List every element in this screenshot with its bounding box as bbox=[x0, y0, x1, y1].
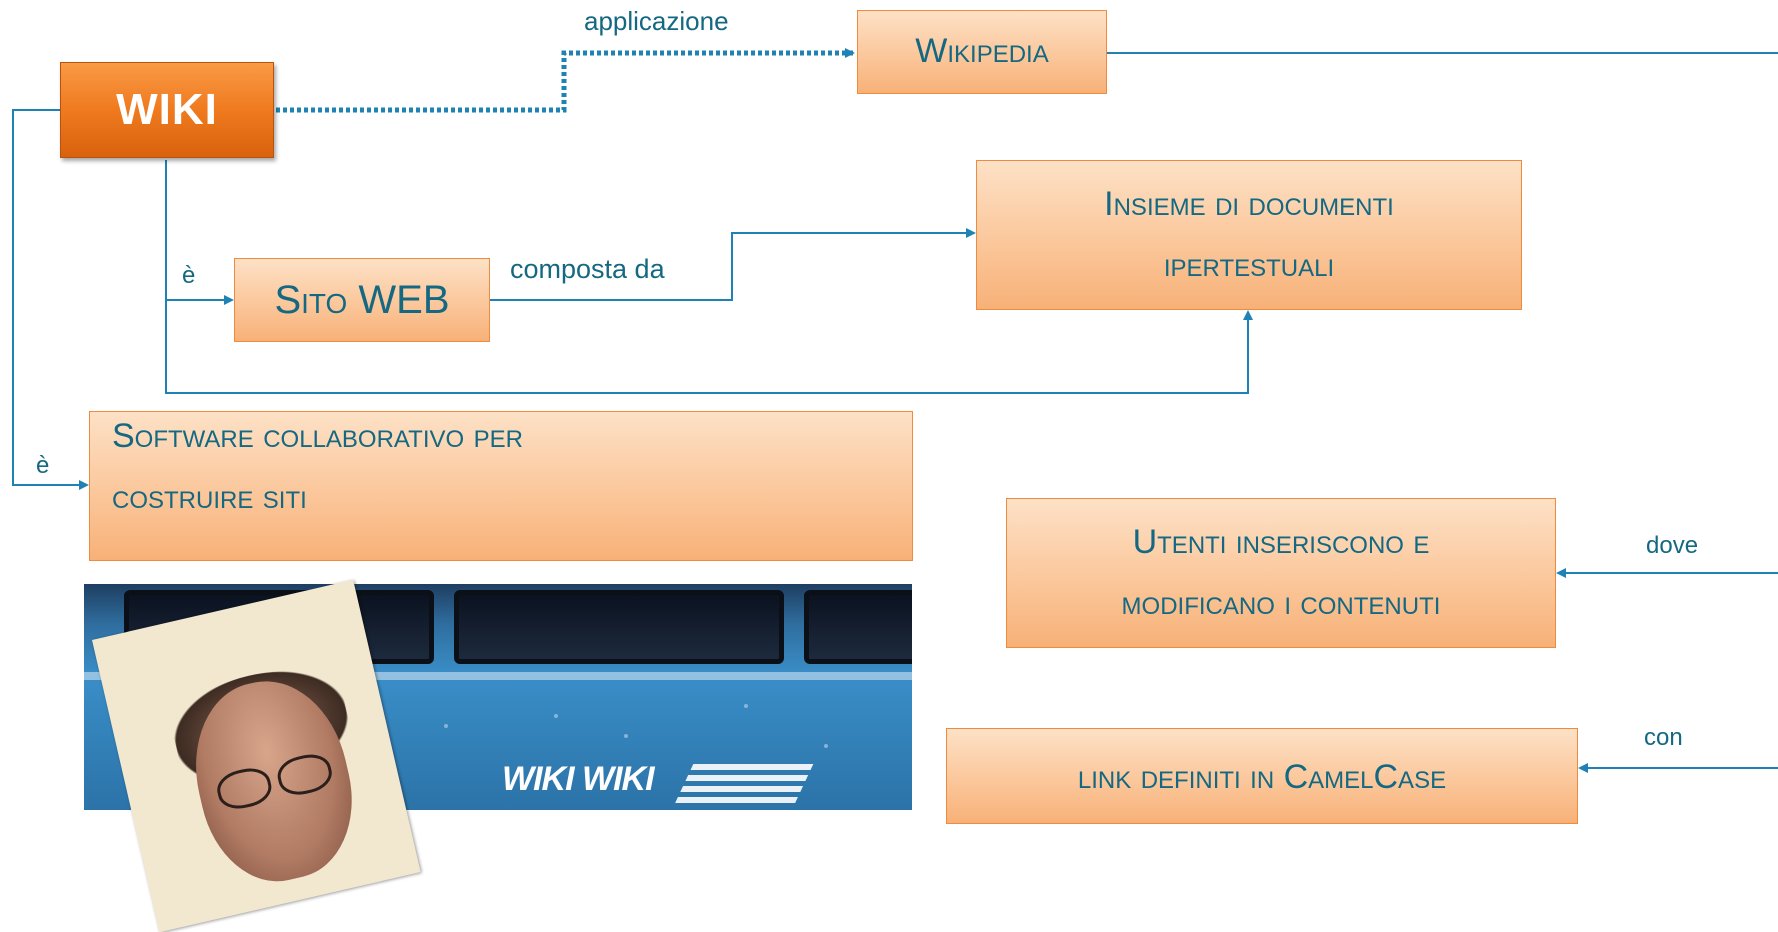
label-dove: dove bbox=[1646, 532, 1699, 559]
node-utenti: Utenti inseriscono e modificano i conten… bbox=[1006, 498, 1556, 648]
node-link-label: link definiti in CamelCase bbox=[1077, 758, 1447, 796]
label-e-software: è bbox=[36, 452, 50, 479]
label-e-sito: è bbox=[182, 262, 196, 289]
bus-text: WIKI WIKI bbox=[502, 760, 655, 798]
node-wiki-label: WIKI bbox=[116, 85, 218, 135]
node-software-line2: costruire siti bbox=[112, 478, 307, 517]
node-utenti-line2: modificano i contenuti bbox=[1121, 584, 1441, 622]
node-link-camelcase: link definiti in CamelCase bbox=[946, 728, 1578, 824]
edge-wiki-sito bbox=[165, 160, 234, 305]
label-applicazione: applicazione bbox=[584, 6, 729, 36]
connector-lines bbox=[12, 48, 1778, 773]
node-insieme-documenti: Insieme di documenti ipertestuali bbox=[976, 160, 1522, 310]
node-utenti-line1: Utenti inseriscono e bbox=[1132, 522, 1430, 561]
node-insieme-line2: ipertestuali bbox=[1163, 246, 1335, 284]
edge-wiki-software bbox=[12, 109, 89, 490]
edge-wiki-wikipedia bbox=[276, 48, 855, 113]
node-software-collaborativo: Software collaborativo per costruire sit… bbox=[89, 411, 913, 561]
node-sito-web: Sito WEB bbox=[234, 258, 490, 342]
node-wikipedia: Wikipedia bbox=[857, 10, 1107, 94]
edge-wiki-insieme bbox=[165, 300, 1253, 394]
node-insieme-line1: Insieme di documenti bbox=[1104, 184, 1394, 223]
edge-sito-insieme bbox=[490, 228, 976, 301]
node-sito-web-label: Sito WEB bbox=[274, 278, 450, 322]
label-con: con bbox=[1644, 724, 1683, 751]
bus-logo bbox=[674, 764, 814, 804]
label-composta-da: composta da bbox=[510, 254, 665, 284]
node-software-line1: Software collaborativo per bbox=[112, 417, 523, 455]
node-wiki: WIKI bbox=[60, 62, 274, 158]
node-wikipedia-label: Wikipedia bbox=[915, 32, 1049, 71]
